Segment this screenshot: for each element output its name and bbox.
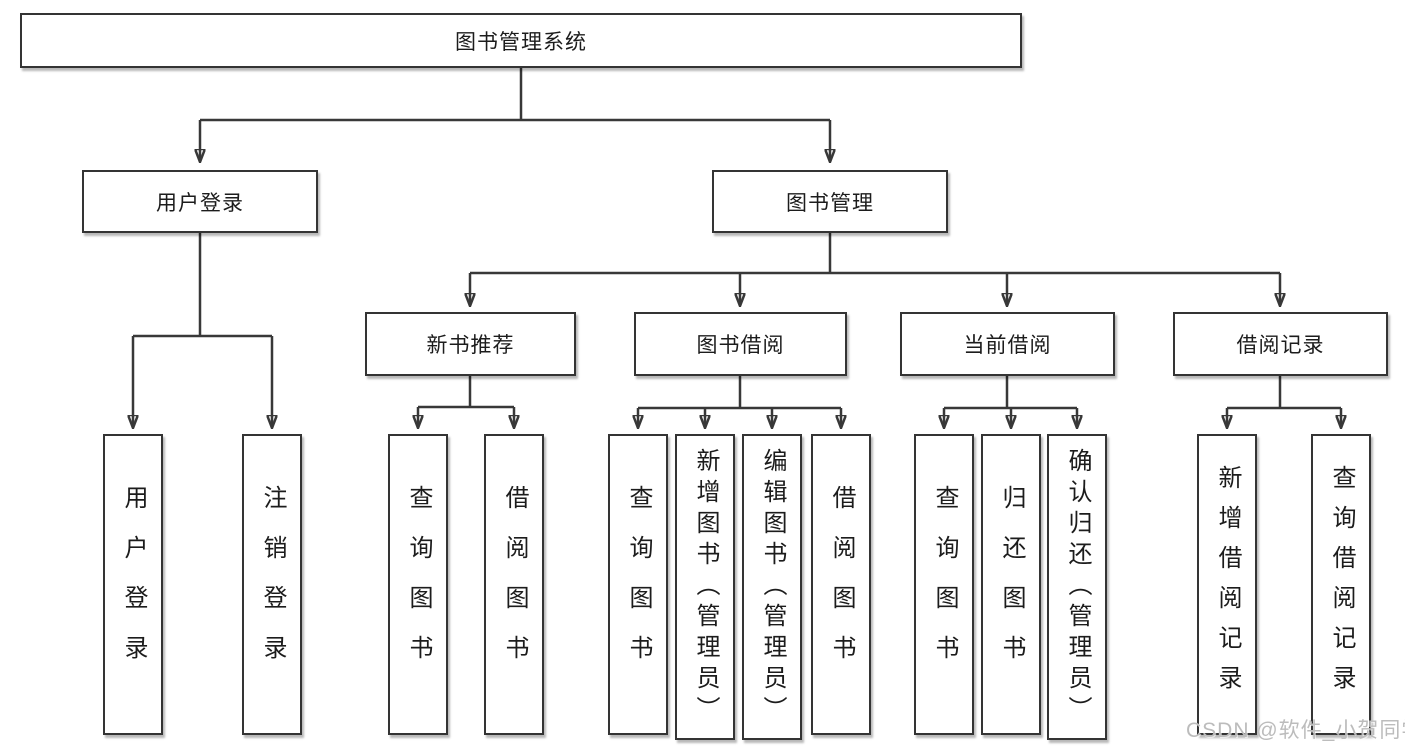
node-label: 查询图书 [405,484,432,685]
leaf-add-book-admin: 新增图书（管理员） [675,434,735,740]
node-new-book-recommend: 新书推荐 [365,312,576,376]
node-label: 查询图书 [931,484,958,685]
leaf-borrow-books-recommend: 借阅图书 [484,434,544,735]
leaf-return-books: 归还图书 [981,434,1041,735]
node-label: 新增图书（管理员） [692,447,719,727]
node-label: 图书管理系统 [455,30,587,54]
node-label: 用户登录 [120,484,147,685]
connector-segments [133,68,1341,410]
leaf-add-borrow-record: 新增借阅记录 [1197,434,1257,735]
node-label: 编辑图书（管理员） [759,447,786,727]
node-label: 查询图书 [625,484,652,685]
node-label: 新增借阅记录 [1214,464,1241,705]
leaf-query-books-current: 查询图书 [914,434,974,735]
node-label: 注销登录 [259,484,286,685]
leaf-edit-book-admin: 编辑图书（管理员） [742,434,802,740]
leaf-logout-login: 注销登录 [242,434,302,735]
leaf-query-books-recommend: 查询图书 [388,434,448,735]
node-book-borrowing: 图书借阅 [634,312,847,376]
leaf-user-login: 用户登录 [103,434,163,735]
csdn-watermark: CSDN @软件_小贺同学 [1186,719,1405,742]
node-book-management: 图书管理 [712,170,948,233]
node-label: 图书借阅 [696,334,785,357]
node-label: 当前借阅 [963,334,1052,357]
node-label: 新书推荐 [426,334,515,357]
node-current-borrowing: 当前借阅 [900,312,1115,376]
node-label: 借阅记录 [1236,334,1325,357]
node-label: 查询借阅记录 [1328,464,1355,705]
node-label: 用户登录 [156,191,244,215]
leaf-query-books-borrow: 查询图书 [608,434,668,735]
node-label: 确认归还（管理员） [1064,447,1091,727]
node-borrowing-records: 借阅记录 [1173,312,1388,376]
node-user-login: 用户登录 [82,170,318,233]
node-label: 归还图书 [998,484,1025,685]
node-library-management-system: 图书管理系统 [20,13,1022,68]
leaf-query-borrow-record: 查询借阅记录 [1311,434,1371,735]
node-label: 图书管理 [786,191,874,215]
leaf-confirm-return-admin: 确认归还（管理员） [1047,434,1107,740]
node-label: 借阅图书 [828,484,855,685]
node-label: 借阅图书 [501,484,528,685]
leaf-borrow-books: 借阅图书 [811,434,871,735]
